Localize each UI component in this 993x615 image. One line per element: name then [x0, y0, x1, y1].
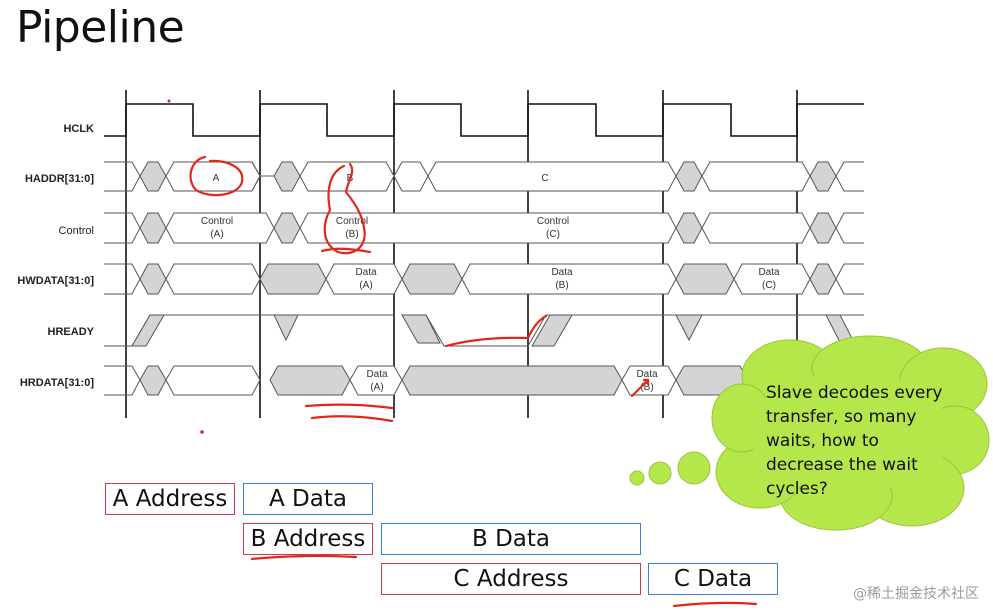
box-c-data: C Data [648, 563, 778, 595]
control-label-b-line1: Control [336, 216, 368, 227]
hrdata-label-a-line1: Data [366, 369, 388, 380]
haddr-label-c: C [541, 173, 548, 184]
hrdata-label-b-line1: Data [636, 369, 658, 380]
signal-label-haddr: HADDR[31:0] [25, 173, 94, 185]
signal-label-hrdata: HRDATA[31:0] [20, 377, 94, 389]
box-b-data: B Data [381, 523, 641, 555]
box-a-address: A Address [105, 483, 235, 515]
underline-c-data [672, 601, 758, 608]
watermark: @稀土掘金技术社区 [853, 586, 979, 602]
hwdata-waveform [104, 263, 864, 295]
control-label-a-line2: (A) [210, 229, 223, 240]
control-label-c-line2: (C) [546, 229, 560, 240]
red-dot-1 [167, 99, 171, 103]
circle-haddr-a [189, 155, 244, 197]
signal-label-hclk: HCLK [63, 123, 94, 135]
control-waveform [104, 212, 864, 244]
box-c-address: C Address [381, 563, 641, 595]
underline-b-address [250, 554, 358, 561]
arrow-hrdata-b [630, 378, 650, 398]
box-b-address: B Address [243, 523, 373, 555]
underline-hrdata-a-1 [304, 403, 394, 410]
signal-label-control: Control [59, 225, 94, 237]
hready-waveform [104, 314, 864, 347]
hrdata-label-a-line2: (A) [370, 382, 383, 393]
circle-addr-control-b [323, 162, 366, 255]
hwdata-label-a-line1: Data [355, 267, 377, 278]
signal-label-hready: HREADY [48, 326, 95, 338]
box-a-data: A Data [243, 483, 373, 515]
hwdata-label-a-line2: (A) [359, 280, 372, 291]
thought-cloud [629, 335, 990, 531]
control-label-b-line2: (B) [345, 229, 358, 240]
hwdata-label-c-line2: (C) [762, 280, 776, 291]
signal-label-hwdata: HWDATA[31:0] [17, 275, 94, 287]
haddr-waveform [104, 161, 864, 192]
control-label-c-line1: Control [537, 216, 569, 227]
hrdata-label-b-line2: (B) [640, 382, 653, 393]
hwdata-label-b-line2: (B) [555, 280, 568, 291]
underline-control-b [320, 247, 372, 254]
haddr-label-a: A [213, 173, 220, 184]
hready-wait-line [444, 314, 548, 348]
underline-hrdata-a-2 [310, 415, 394, 423]
hwdata-label-c-line1: Data [758, 267, 780, 278]
red-dot-2 [200, 430, 204, 434]
hwdata-label-b-line1: Data [551, 267, 573, 278]
thought-bubble-text: Slave decodes every transfer, so many wa… [766, 383, 943, 499]
hclk-waveform [104, 103, 864, 137]
control-label-a-line1: Control [201, 216, 233, 227]
page-title: Pipeline [16, 2, 185, 53]
red-annotations [189, 155, 758, 608]
hrdata-waveform [104, 365, 749, 396]
